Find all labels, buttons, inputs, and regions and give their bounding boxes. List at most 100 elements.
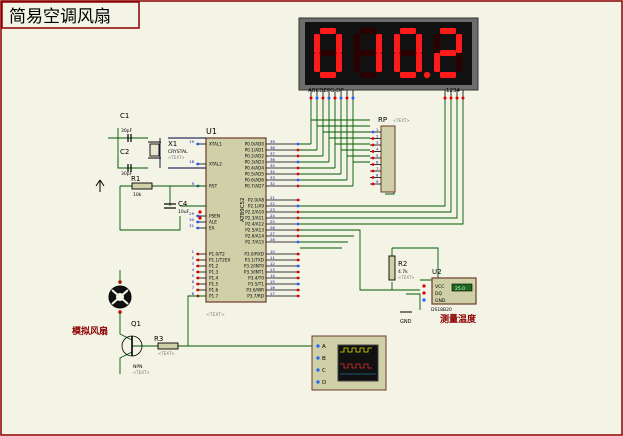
u2-pin-vcc: VCC	[435, 284, 444, 290]
u1-pin-label: P2.6/A14	[245, 234, 264, 239]
u1-pin-dots	[198, 210, 202, 220]
u1-body	[205, 137, 267, 303]
fan-motor: 模拟风扇	[72, 270, 132, 337]
segment-e	[354, 53, 360, 72]
u1-pin-number: 32	[270, 181, 275, 186]
transistor-q1: Q1 NPN <TEXT>	[119, 312, 152, 375]
segment-c	[336, 53, 342, 72]
oscillator-section: C1 30pF C2 30pF X1 CRYSTAL <TEXT>	[95, 112, 206, 192]
u1-pin-number: 9	[192, 181, 195, 186]
capacitor-c1: C1 30pF	[120, 112, 133, 142]
u1-pin-number: 16	[270, 285, 275, 290]
r2-value: 4.7k	[398, 269, 408, 275]
r1-value: 10k	[133, 192, 142, 198]
u1-pin-number: 7	[192, 285, 195, 290]
crystal-x1: X1 CRYSTAL <TEXT>	[148, 140, 188, 160]
rp-pin-number: 3	[376, 140, 379, 145]
display-digit	[314, 28, 342, 78]
rp-pin-number: 1	[376, 127, 379, 132]
segment-f	[434, 34, 440, 53]
segment-d	[320, 72, 336, 78]
rp-pin-number: 7	[376, 166, 379, 171]
u1-pin-label: P3.7/RD	[247, 294, 264, 299]
temperature-section: R2 4.7k <TEXT> U2 25.0 VCC DQ GND DS18B2…	[300, 229, 477, 325]
segment-e	[434, 53, 440, 72]
u1-pin-label: P3.1/TXD	[245, 258, 264, 263]
segment-c	[456, 53, 462, 72]
u1-pin-label: P0.1/AD1	[245, 148, 265, 153]
display-digit	[394, 28, 431, 79]
u1-pin-label: P2.2/A10	[245, 210, 264, 215]
u1-pin-number: 15	[270, 279, 275, 284]
u1-pin-number: 23	[270, 207, 275, 212]
segment-g	[440, 50, 456, 56]
segment-a	[400, 28, 416, 34]
capacitor-c4: C4 10uF	[164, 200, 190, 215]
u1-pin-number: 33	[270, 175, 275, 180]
u1-pin-number: 2	[192, 255, 195, 260]
segment-b	[336, 34, 342, 53]
u1-pin-label: EA	[209, 226, 215, 231]
decimal-point	[423, 71, 431, 79]
u1-pin-number: 36	[270, 157, 275, 162]
reset-section: R1 10k C4 10uF	[119, 175, 206, 231]
scope-channel-label: D	[322, 380, 326, 386]
u1-pin-label: P3.4/T0	[248, 276, 264, 281]
c4-value: 10uF	[178, 209, 190, 215]
display-digits	[314, 28, 462, 79]
u1-pin-number: 11	[270, 255, 275, 260]
u2-part: DS18B20	[431, 307, 452, 313]
u1-pin-label: P3.0/RXD	[244, 252, 264, 257]
u1-pin-label: P0.7/AD7	[245, 184, 265, 189]
segment-b	[456, 34, 462, 53]
r2-text: <TEXT>	[398, 275, 415, 280]
u1-pin-number: 39	[270, 139, 275, 144]
u1-pin-number: 25	[270, 219, 275, 224]
u1-pin-number: 30	[189, 217, 194, 222]
segment-a	[360, 28, 376, 34]
u1-pin-label: P1.1/T2EX	[209, 258, 230, 263]
u1-pin-label: P0.6/AD6	[245, 178, 265, 183]
u2-readout: 25.0	[455, 286, 465, 292]
u1-pin-label: P2.4/A12	[245, 222, 264, 227]
title-block: 简易空调风扇	[1, 1, 140, 29]
segment-d	[440, 72, 456, 78]
u1-pin-number: 4	[192, 267, 195, 272]
u1-pin-label: P1.4	[209, 276, 219, 281]
rp-pin-number: 6	[376, 160, 379, 165]
scope-channel-label: A	[322, 344, 326, 350]
u1-pin-number: 12	[270, 261, 275, 266]
segment-g	[360, 50, 376, 56]
segment-pin-labels: ABCDEFG DP	[308, 88, 344, 94]
segment-g	[320, 50, 336, 56]
c2-ref: C2	[120, 148, 129, 156]
u1-pin-number: 6	[192, 279, 195, 284]
u1-pin-label: RST	[209, 184, 218, 189]
u1-pin-label: PSEN	[209, 214, 220, 219]
u1-pin-number: 18	[189, 159, 194, 164]
r1-ref: R1	[131, 175, 140, 183]
u1-pin-label: XTAL2	[209, 162, 222, 167]
u1-pin-label: P0.4/AD4	[245, 166, 265, 171]
u2-readout-box	[451, 283, 473, 292]
display-digit	[434, 28, 462, 78]
u1-pin-number: 28	[270, 237, 275, 242]
q1-type: NPN	[133, 364, 142, 370]
rp-text: <TEXT>	[393, 118, 410, 123]
u1-pin-number: 21	[270, 195, 275, 200]
u1-pin-label: P2.7/A15	[245, 240, 264, 245]
r3-ref: R3	[154, 335, 163, 343]
c1-value: 30pF	[121, 128, 133, 134]
oscilloscope: ABCD	[188, 335, 387, 391]
segment-d	[360, 72, 376, 78]
motor-label: 模拟风扇	[72, 325, 108, 337]
rp-pin-number: 5	[376, 153, 379, 158]
u1-pin-number: 22	[270, 201, 275, 206]
u1-pin-label: P0.3/AD3	[245, 160, 265, 165]
u1-pin-label: P1.3	[209, 270, 219, 275]
c1-ref: C1	[120, 112, 129, 120]
sensor-u2: U2 25.0 VCC DQ GND DS18B20 测量温度	[422, 268, 477, 325]
segment-a	[440, 28, 456, 34]
c2-value: 30pF	[121, 171, 133, 177]
